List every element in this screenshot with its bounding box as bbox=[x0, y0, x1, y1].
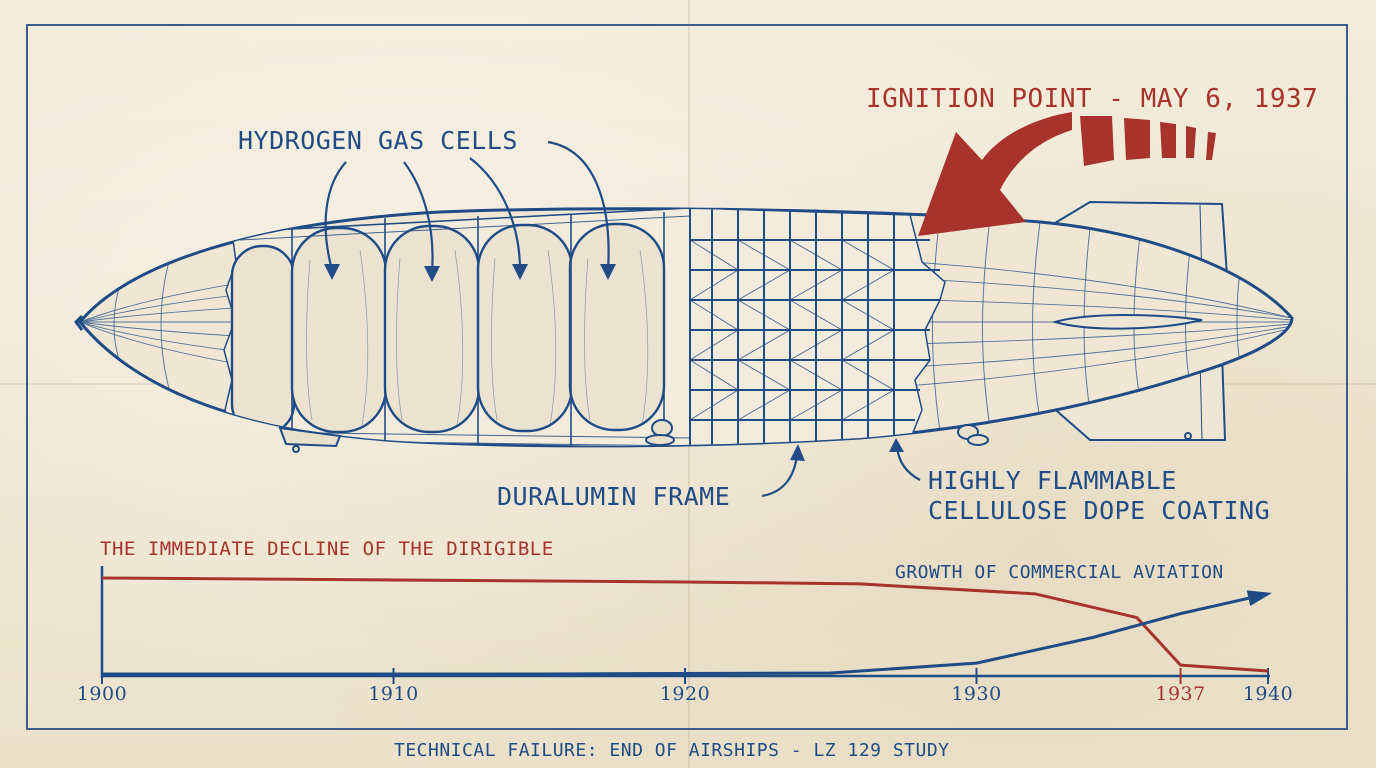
growth-series-line bbox=[102, 592, 1269, 676]
tick-label-1940: 1940 bbox=[1242, 683, 1294, 705]
ignition-arrow-head bbox=[918, 112, 1072, 236]
ignition-point-label: IGNITION POINT - MAY 6, 1937 bbox=[866, 84, 1319, 114]
nose-tip bbox=[74, 314, 84, 331]
coating-label-line2: CELLULOSE DOPE COATING bbox=[928, 496, 1271, 525]
decline-series-label: THE IMMEDIATE DECLINE OF THE DIRIGIBLE bbox=[100, 538, 554, 560]
blueprint-border bbox=[26, 24, 1348, 730]
frame-verticals bbox=[291, 212, 665, 446]
engine-cars bbox=[278, 419, 1192, 453]
tick-label-1910: 1910 bbox=[368, 683, 419, 705]
control-car bbox=[278, 426, 342, 448]
tick-label-1920: 1920 bbox=[659, 683, 711, 705]
tick-label-1900: 1900 bbox=[76, 683, 128, 705]
decline-series-line bbox=[101, 576, 1269, 673]
duralumin-frame-label: DURALUMIN FRAME bbox=[497, 482, 731, 511]
growth-series-arrowhead bbox=[1246, 590, 1272, 607]
timeline-series bbox=[101, 576, 1272, 676]
horizontal-stabilizer bbox=[1051, 314, 1203, 330]
ignition-arrow bbox=[918, 112, 1216, 236]
tick-label-1937: 1937 bbox=[1155, 683, 1206, 705]
duralumin-lattice bbox=[689, 208, 940, 446]
hydrogen-arrows bbox=[324, 140, 610, 273]
footer-title: TECHNICAL FAILURE: END OF AIRSHIPS - LZ … bbox=[394, 740, 950, 761]
growth-series-label: GROWTH OF COMMERCIAL AVIATION bbox=[895, 562, 1224, 583]
tick-label-1930: 1930 bbox=[951, 683, 1002, 705]
coating-label-line1: HIGHLY FLAMMABLE bbox=[928, 466, 1177, 495]
hydrogen-gas-cells-label: HYDROGEN GAS CELLS bbox=[238, 126, 518, 155]
